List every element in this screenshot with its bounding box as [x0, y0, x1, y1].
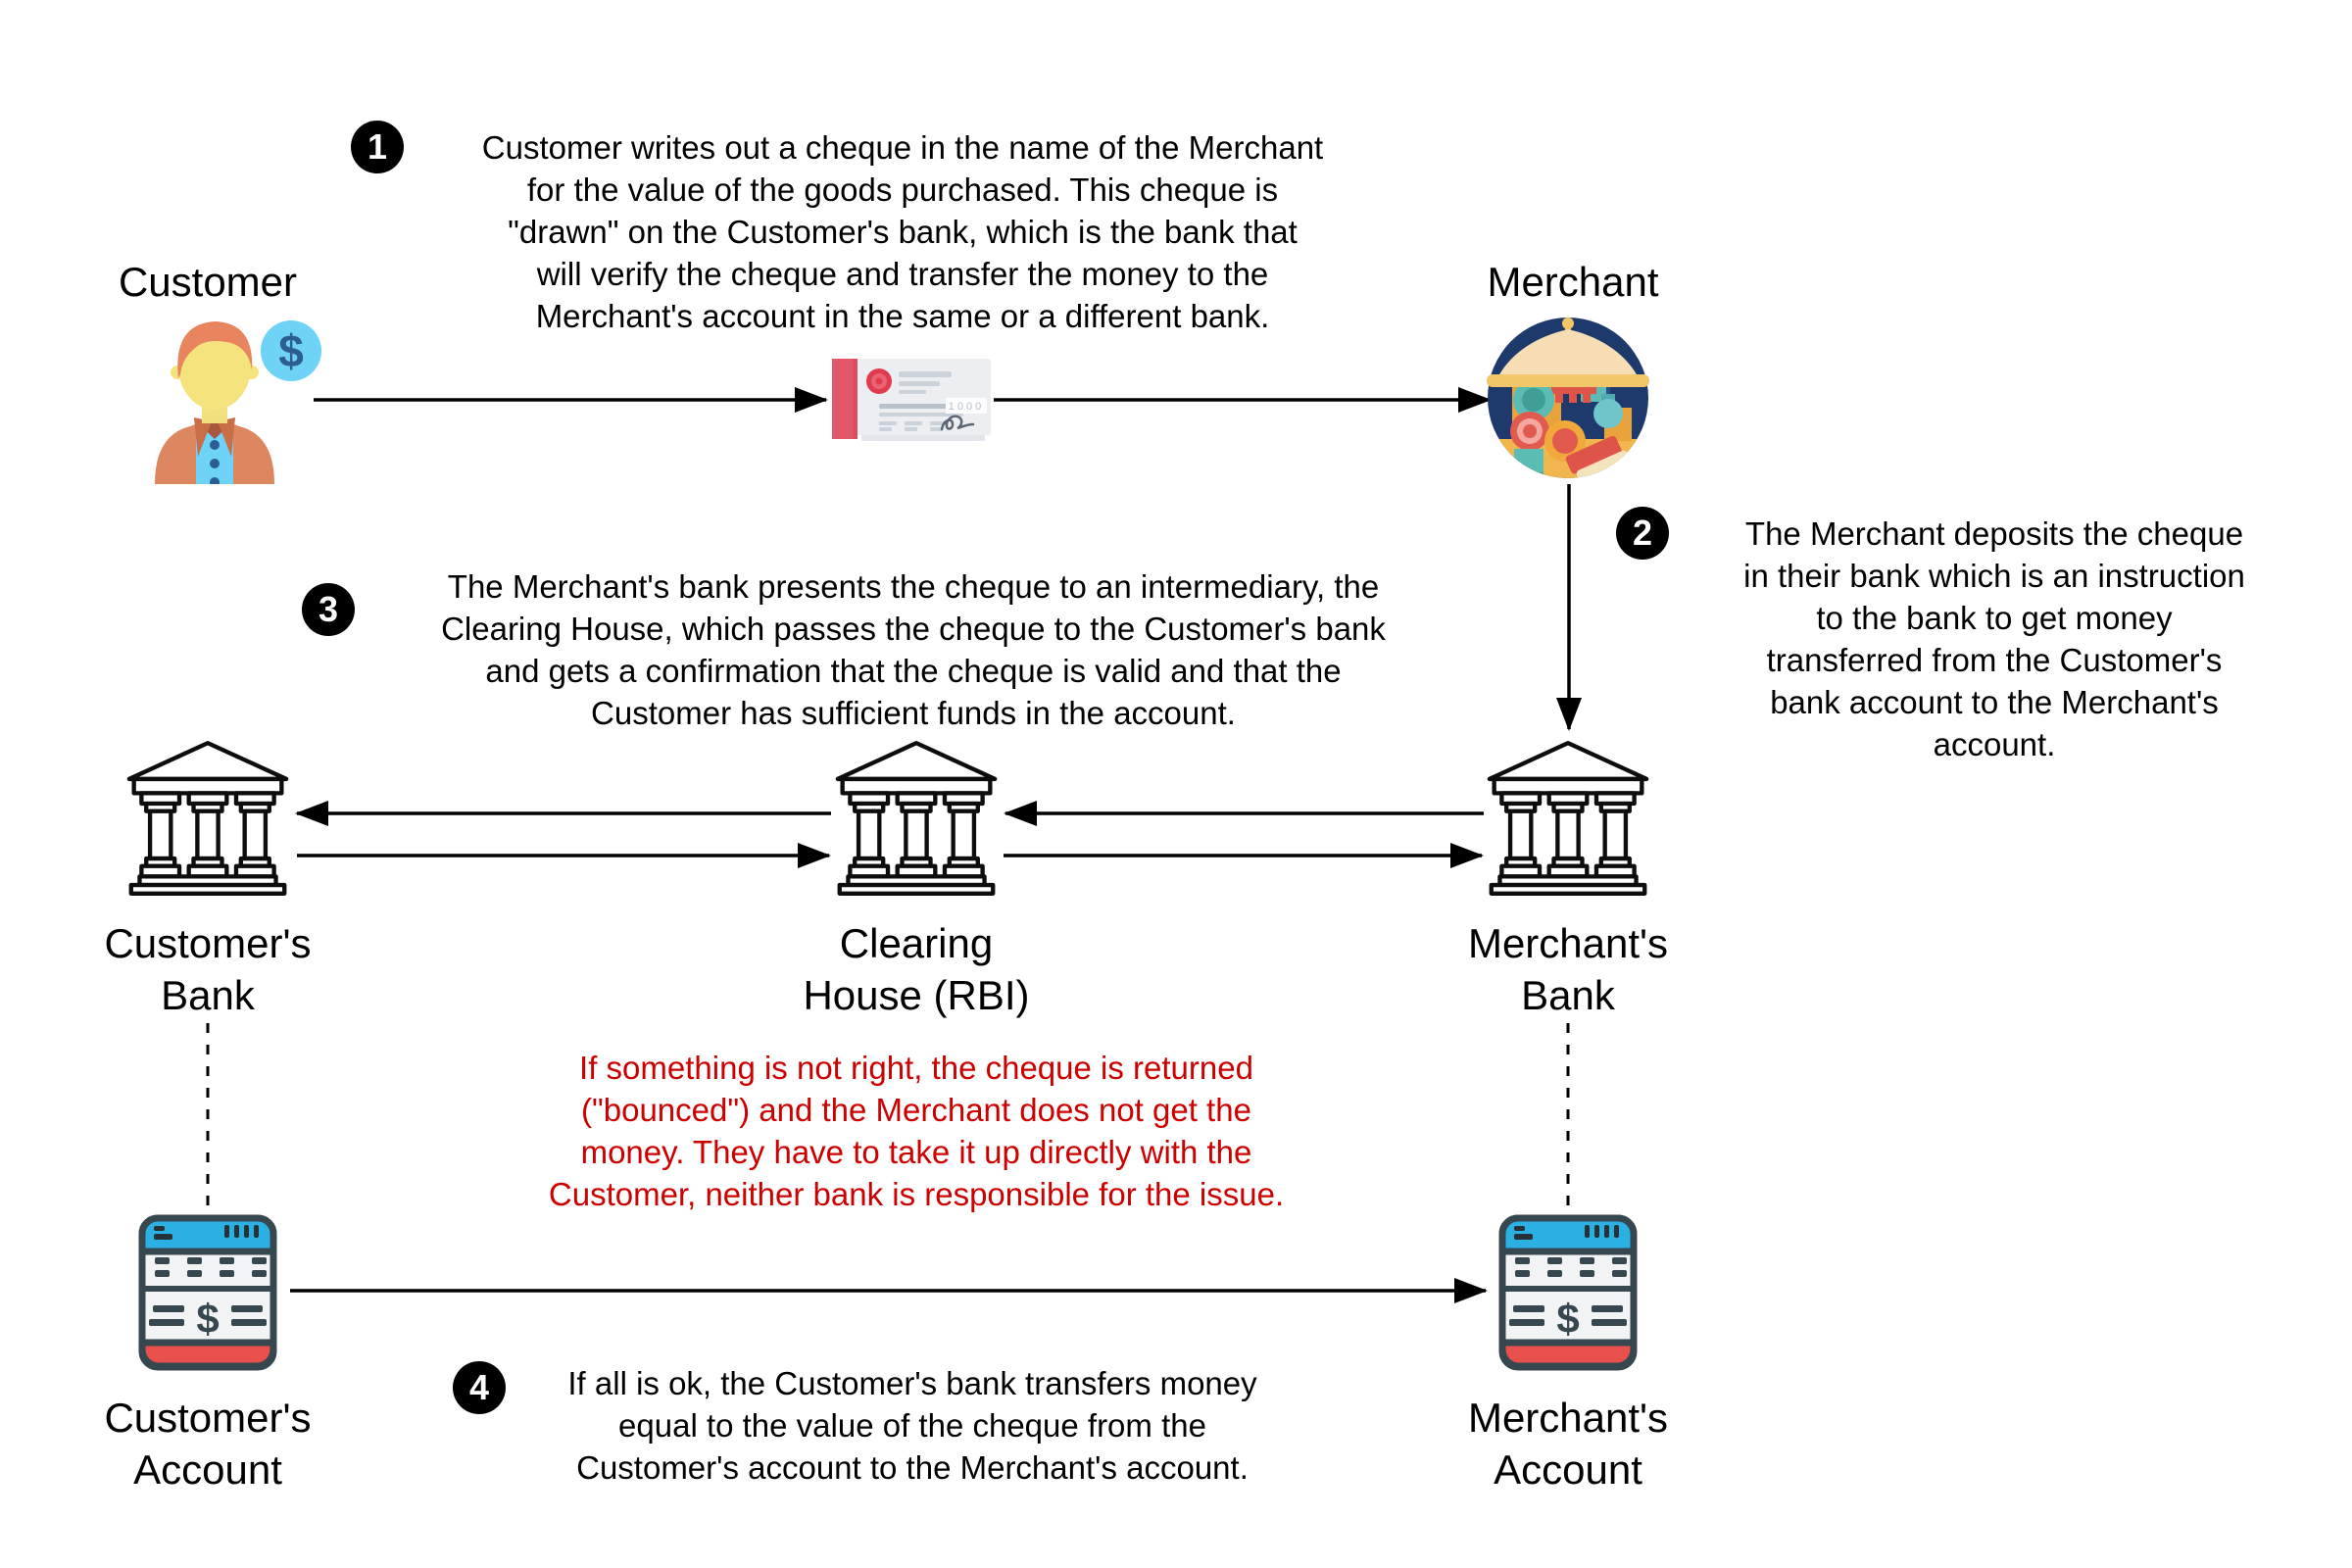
- cheque-amount: 1000: [949, 401, 984, 413]
- merchants-account-label: Merchant's Account: [1467, 1395, 1669, 1493]
- step-2-text: The Merchant deposits the cheque in thei…: [1743, 515, 2245, 762]
- merchant-label: Merchant: [1487, 259, 1659, 305]
- step-4-text: If all is ok, the Customer's bank transf…: [567, 1365, 1257, 1486]
- customers-bank-icon: [124, 738, 291, 898]
- step-1-number: 1: [367, 126, 388, 167]
- merchants-account-icon: $: [1498, 1214, 1638, 1371]
- step-3-badge: 3: [302, 583, 355, 636]
- signature-squiggle: [940, 415, 975, 431]
- dollar-sign: $: [1556, 1296, 1579, 1342]
- dollar-sign: $: [196, 1296, 219, 1342]
- cheque-icon: 1000: [832, 359, 991, 441]
- bounced-cheque-warning-text: If something is not right, the cheque is…: [548, 1050, 1285, 1212]
- step-2-number: 2: [1632, 513, 1653, 553]
- step-4-number: 4: [468, 1367, 490, 1407]
- customers-account-icon: $: [138, 1214, 277, 1371]
- step-1-badge: 1: [351, 121, 404, 173]
- customers-account-label: Customer's Account: [104, 1395, 312, 1493]
- customer-label: Customer: [118, 259, 298, 305]
- clearing-house-label: Clearing House (RBI): [803, 920, 1030, 1018]
- step-1-text: Customer writes out a cheque in the name…: [481, 129, 1324, 334]
- merchant-stall-icon: [1487, 318, 1649, 478]
- step-2-badge: 2: [1616, 507, 1669, 560]
- step-4-badge: 4: [453, 1361, 506, 1414]
- customers-bank-label: Customer's Bank: [104, 920, 312, 1018]
- dollar-badge-icon: $: [261, 320, 321, 381]
- stall-awning: [1487, 318, 1649, 387]
- person-icon: [155, 321, 274, 484]
- dollar-sign: $: [278, 325, 304, 376]
- merchants-bank-icon: [1485, 738, 1651, 898]
- customer-person-icon: $: [155, 320, 321, 484]
- step-3-number: 3: [318, 589, 339, 629]
- step-3-text: The Merchant's bank presents the cheque …: [441, 568, 1386, 731]
- merchants-bank-label: Merchant's Bank: [1467, 920, 1669, 1018]
- clearing-house-icon: [833, 738, 1000, 898]
